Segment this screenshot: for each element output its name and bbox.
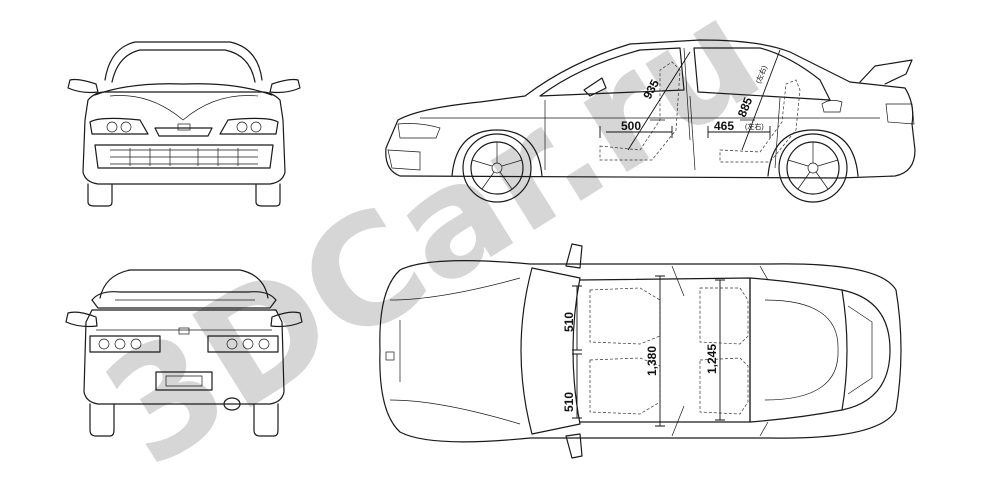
dim-note-465: (左右)	[745, 122, 764, 131]
dim-line-1245	[715, 279, 725, 421]
dim-line-510-front	[572, 285, 582, 351]
dim-label-510-front: 510	[562, 312, 576, 332]
side-view: 935 500 885 (左右) 465 (左右)	[385, 39, 916, 203]
dim-label-465: 465	[714, 119, 734, 133]
dim-label-500: 500	[621, 119, 641, 133]
dim-line-510-rear	[572, 353, 582, 419]
dim-label-510-rear: 510	[562, 392, 576, 412]
dim-line-935	[627, 51, 691, 151]
dim-label-1245: 1,245	[705, 344, 719, 374]
rear-view	[65, 269, 303, 437]
dim-label-1380: 1,380	[645, 346, 659, 376]
front-view	[67, 41, 301, 207]
top-view: 510 510 1,380 1,245	[379, 243, 902, 459]
watermark-text: 3DCar.ru	[77, 0, 789, 500]
dim-line-885	[741, 49, 781, 151]
dim-line-1380	[655, 275, 665, 427]
